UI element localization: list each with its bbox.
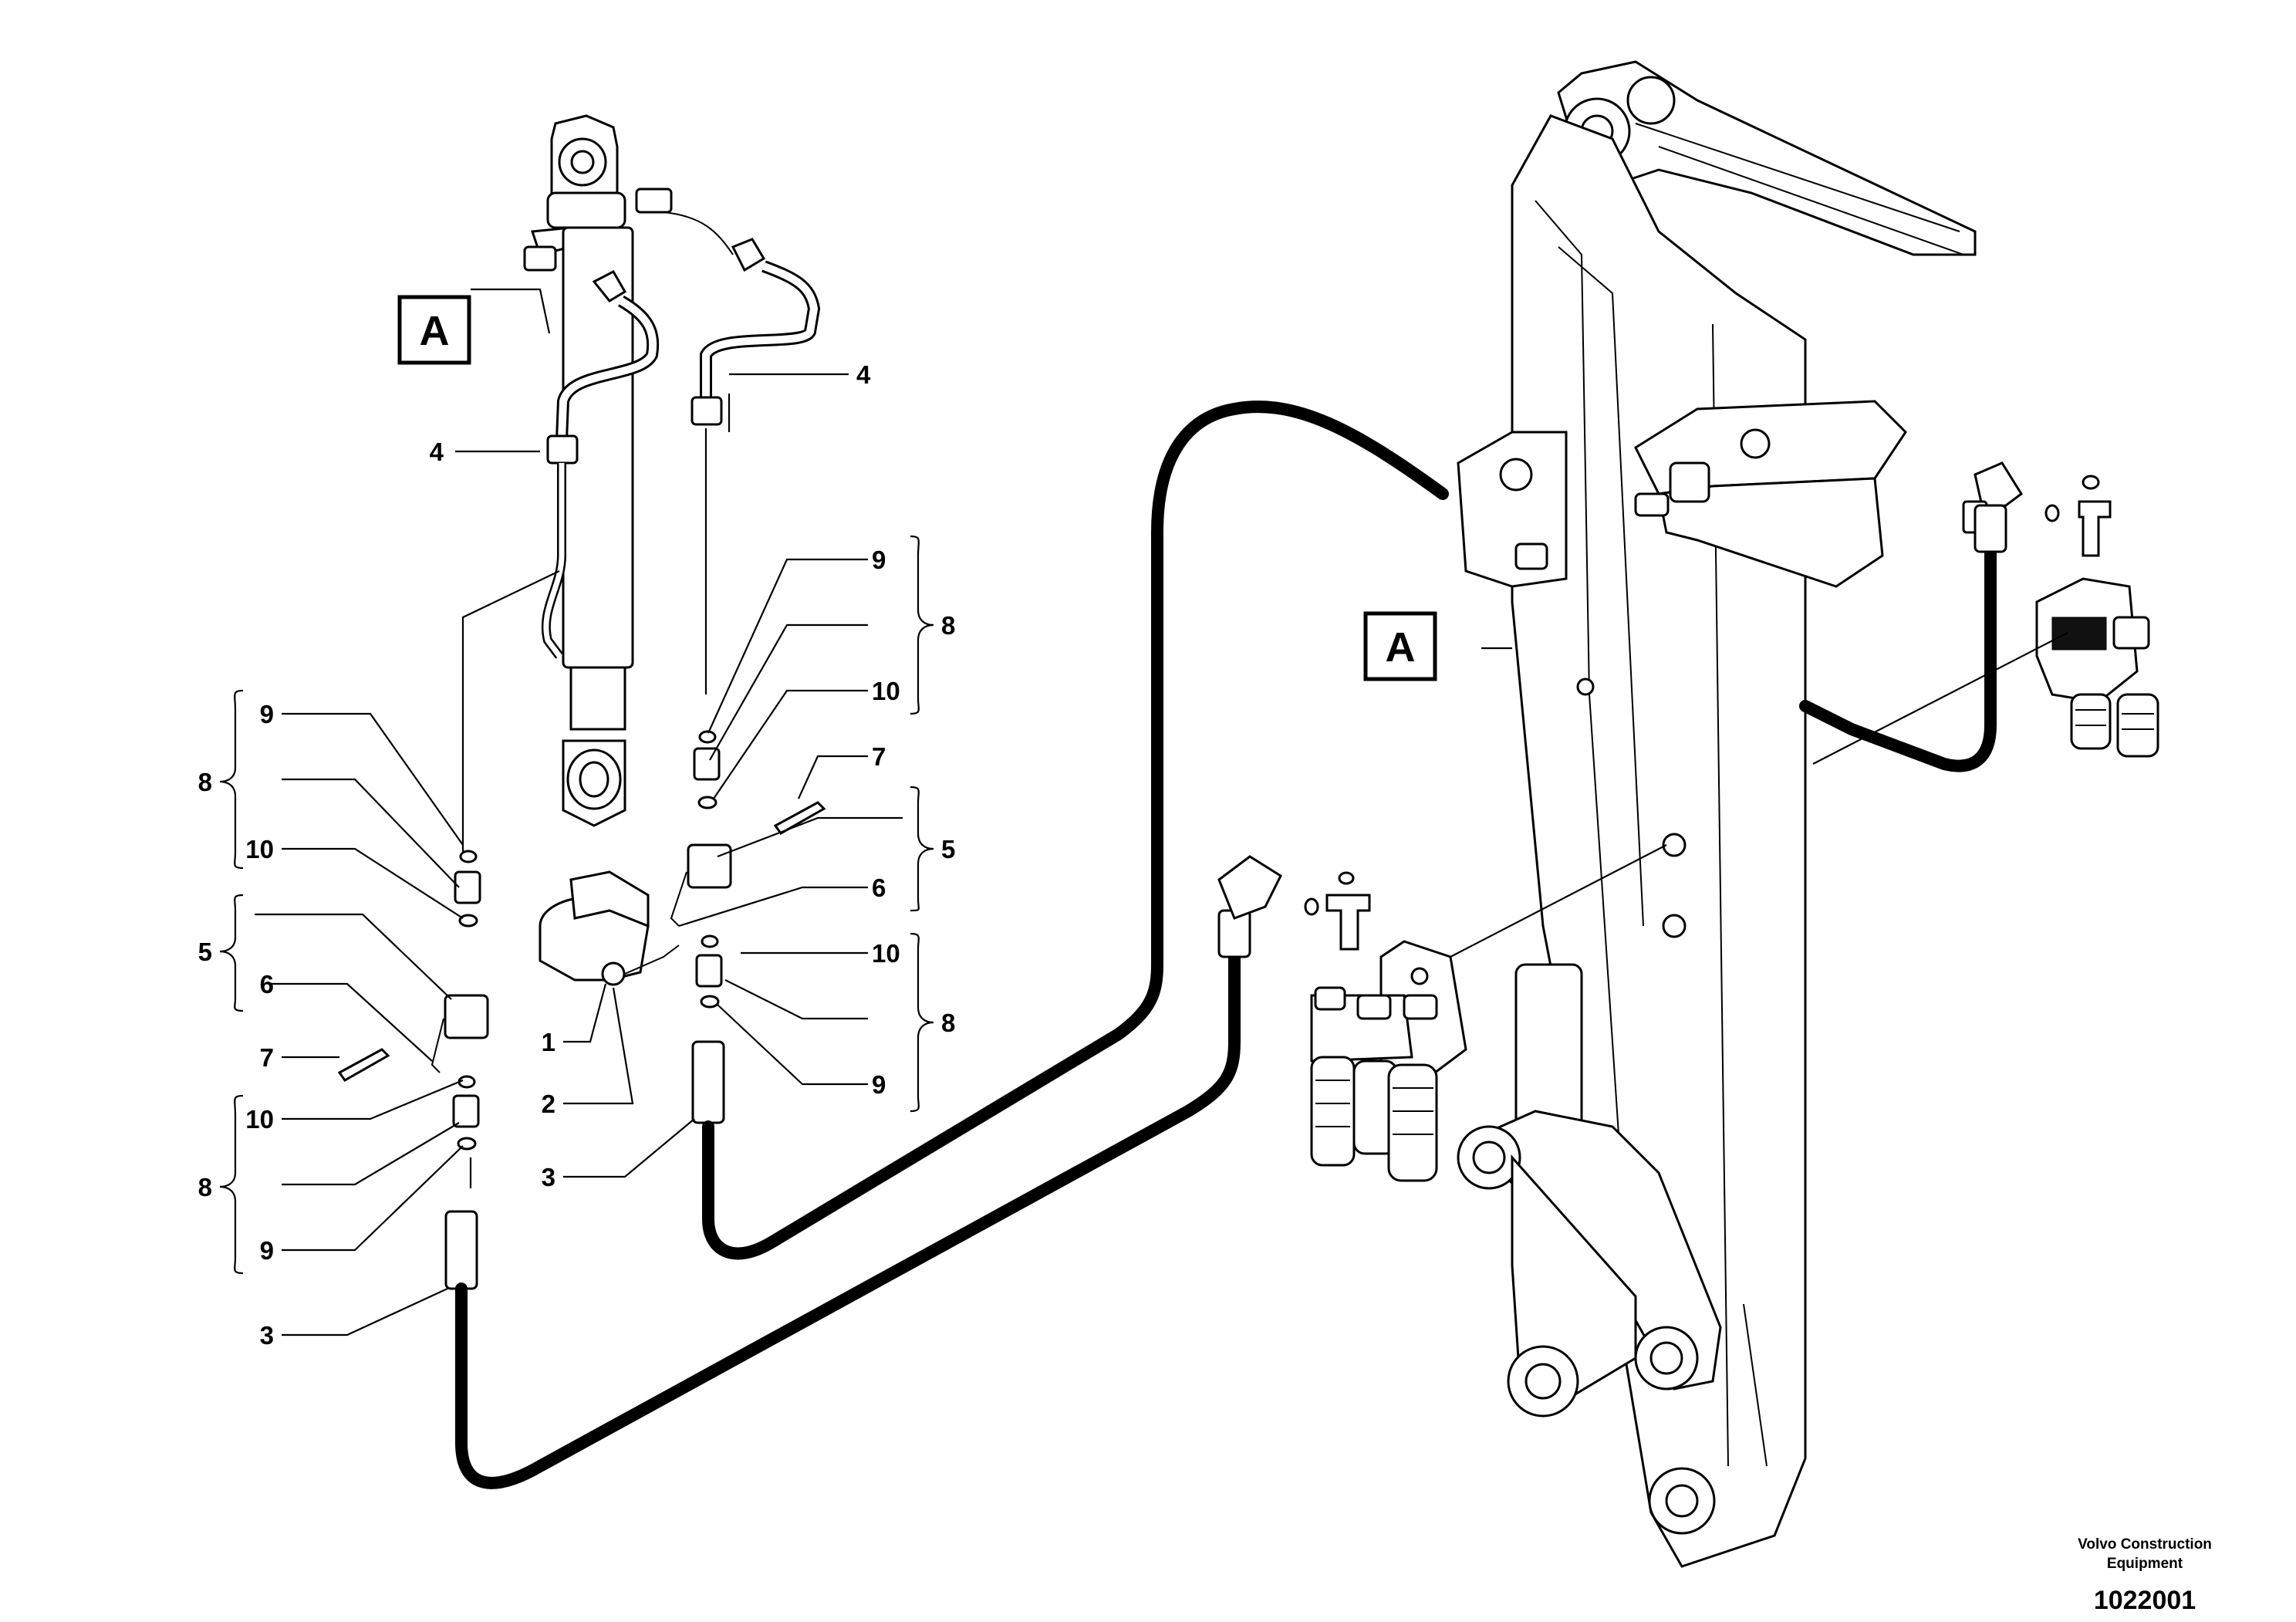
callout-9: 9 [872, 1070, 886, 1099]
rigid-pipes [541, 211, 821, 694]
callout-8: 8 [941, 611, 955, 640]
quick-coupler-block-lower [1304, 871, 1467, 1182]
callout-8: 8 [198, 768, 212, 796]
view-marker-a-upper: A [397, 295, 471, 365]
callout-2: 2 [542, 1090, 555, 1118]
callout-3: 3 [542, 1163, 555, 1191]
callout-6: 6 [260, 970, 274, 999]
group-braces [219, 535, 934, 1275]
callout-8: 8 [941, 1009, 955, 1037]
callout-6: 6 [872, 874, 886, 902]
excavator-boom-arm [1457, 60, 1977, 1568]
callout-numbers: 4 4 9 8 10 7 5 6 10 8 9 9 8 10 5 6 7 10 … [198, 360, 956, 1350]
callout-9: 9 [260, 1236, 274, 1265]
callout-5: 5 [941, 835, 955, 863]
hydraulic-cylinder [523, 114, 673, 827]
callout-9: 9 [260, 700, 274, 728]
callout-10: 10 [872, 677, 900, 705]
callout-4: 4 [430, 438, 444, 466]
company-name-line2: Equipment [2107, 1556, 2183, 1572]
callout-3: 3 [260, 1321, 274, 1350]
callout-7: 7 [872, 742, 886, 771]
callout-5: 5 [198, 938, 212, 966]
view-marker-a-lower: A [1363, 611, 1437, 681]
callout-10: 10 [872, 939, 900, 968]
fittings-and-seals [337, 730, 826, 1151]
hydraulic-hoses [444, 400, 2007, 1489]
company-name-line1: Volvo Construction [2078, 1536, 2212, 1553]
callout-leader-lines [255, 288, 2068, 1336]
callout-7: 7 [260, 1043, 274, 1072]
drawing-number: 1022001 [2094, 1586, 2196, 1615]
callout-9: 9 [872, 546, 886, 574]
view-marker-letter: A [1386, 624, 1416, 671]
callout-8: 8 [198, 1173, 212, 1201]
callout-10: 10 [245, 1105, 274, 1134]
callout-10: 10 [245, 835, 274, 863]
quick-coupler-block-upper [2035, 577, 2159, 758]
callout-4: 4 [856, 360, 871, 389]
view-marker-letter: A [420, 308, 450, 354]
title-block: Volvo Construction Equipment 1022001 [2078, 1536, 2212, 1615]
callout-1: 1 [542, 1028, 555, 1056]
